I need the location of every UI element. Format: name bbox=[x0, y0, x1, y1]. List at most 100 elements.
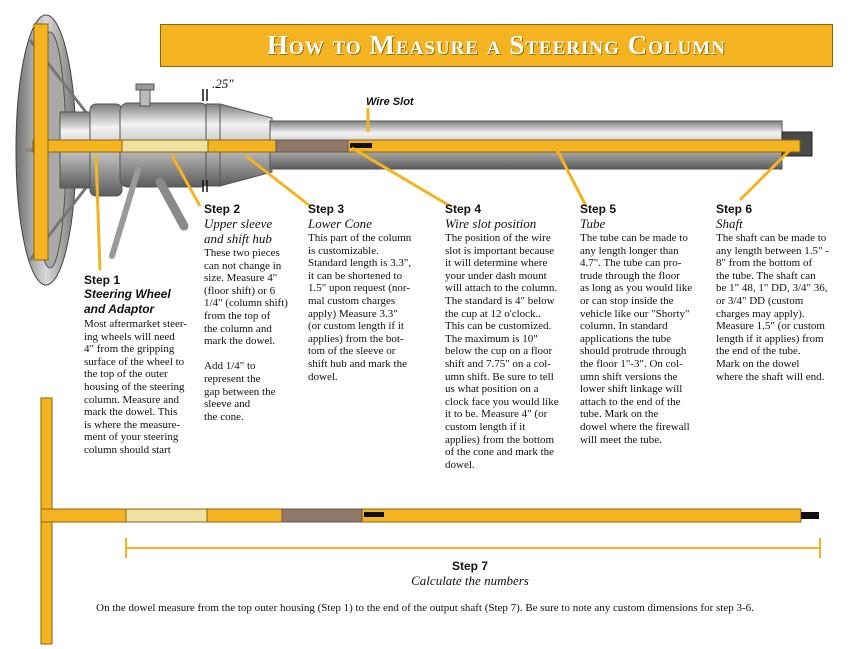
step-body-line: vehicle like our "Shorty" bbox=[580, 307, 690, 320]
step-body-line: The shaft can be made to bbox=[716, 232, 827, 244]
footer-note: On the dowel measure from the top outer … bbox=[96, 602, 754, 614]
step-body-line: This can be customized. bbox=[445, 320, 552, 333]
wire-slot-label: Wire Slot bbox=[366, 96, 414, 108]
step-body-line: or can stop inside the bbox=[580, 294, 674, 307]
step-body-line: dowel. bbox=[308, 370, 338, 383]
step-subtitle: Tube bbox=[580, 216, 606, 231]
measurement-line bbox=[125, 538, 821, 558]
step-body-line: 4" from the gripping bbox=[84, 343, 175, 356]
gap-marks bbox=[202, 89, 208, 192]
step-body-line: Mark on the dowel bbox=[716, 357, 800, 370]
title-banner: How to Measure a Steering Column bbox=[160, 24, 833, 67]
step-body-line: where the shaft will end. bbox=[716, 370, 825, 383]
step-body-line: column. Measure and bbox=[84, 393, 179, 406]
step-body-line: it will determine where bbox=[445, 257, 548, 270]
step-body: Most aftermarket steer-ing wheels will n… bbox=[84, 318, 187, 457]
gap-dimension-label: .25" bbox=[212, 76, 234, 91]
leader-lines bbox=[94, 108, 792, 271]
step-body-line: the cup at 12 o'clock.. bbox=[445, 307, 542, 320]
step-body-line: your under dash mount bbox=[445, 269, 547, 282]
measurement-dowel bbox=[40, 397, 819, 645]
step-body-line: length if it applies) from bbox=[716, 332, 824, 345]
step-subtitle: Steering Wheel bbox=[84, 287, 171, 301]
step-subtitle: and Adaptor bbox=[84, 302, 155, 316]
step-body-line: mark the dowel. This bbox=[84, 406, 178, 419]
step-body-line: custom length if it bbox=[445, 420, 526, 433]
step-body-line: dowel where the firewall bbox=[580, 420, 690, 433]
step-body-line: umn shift. Be sure to tell bbox=[445, 370, 554, 383]
step-heading: Step 5 bbox=[580, 202, 617, 216]
step-body-line: of the cone and mark the bbox=[445, 446, 555, 459]
step-body-line: shift and 7.75" on a col- bbox=[445, 357, 551, 370]
step-body-line: slot is important because bbox=[445, 244, 555, 257]
step-heading: Step 3 bbox=[308, 202, 345, 216]
step-body-line: is customizable. bbox=[308, 244, 379, 257]
step-body-line: column. In standard bbox=[580, 320, 668, 333]
step-body-line: the cone. bbox=[204, 410, 244, 423]
step-body-line: charges may apply). bbox=[716, 307, 805, 320]
step-body-line: dowel. bbox=[445, 458, 475, 471]
step-body-line: This part of the column bbox=[308, 232, 412, 244]
step-body-line: applies) from the bottom bbox=[445, 433, 555, 446]
step-heading: Step 1 bbox=[84, 273, 121, 287]
step-body-line: apply) Measure 3.3" bbox=[308, 307, 398, 320]
step-body-line: Most aftermarket steer- bbox=[84, 318, 188, 330]
step-body-line: should protrude through bbox=[580, 345, 687, 358]
step-body-line: trude through the floor bbox=[580, 269, 680, 282]
step-body-line: ment of your steering bbox=[84, 431, 179, 444]
step-body-line: tube. Mark on the bbox=[580, 408, 659, 421]
step-body-line: size. Measure 4" bbox=[204, 272, 278, 285]
step-body-line: shift hub and mark the bbox=[308, 357, 407, 370]
step-body-line: it can be shortened to bbox=[308, 269, 403, 282]
step-body-line: These two pieces bbox=[204, 247, 280, 259]
step-7-label: Step 7 Calculate the numbers bbox=[360, 559, 580, 589]
step-body-line: be 1" 48, 1" DD, 3/4" 36, bbox=[716, 282, 828, 295]
step-body-line: will attach to the column. bbox=[445, 282, 558, 295]
step-body-line: (or custom length if it bbox=[308, 320, 404, 333]
step-body-line: clock face you would like bbox=[445, 395, 559, 408]
step-body-line: is where the measure- bbox=[84, 418, 181, 431]
step-body-line: from the top of bbox=[204, 309, 271, 322]
step-body-line: any length longer than bbox=[580, 244, 679, 257]
step-heading: Step 2 bbox=[204, 202, 241, 216]
step-body-line: The tube can be made to bbox=[580, 232, 688, 244]
step-body-line: housing of the steering bbox=[84, 380, 185, 393]
step-body-line: below the cup on a floor bbox=[445, 345, 553, 358]
step-body-line: any length between 1.5" - bbox=[716, 244, 829, 257]
step-body-line: 1/4" (column shift) bbox=[204, 297, 288, 310]
step-body-line: lower shift linkage will bbox=[580, 383, 683, 396]
step-body-line: Standard length is 3.3", bbox=[308, 257, 412, 270]
step-body-line: the top of the outer bbox=[84, 368, 168, 381]
step-body-line: represent the bbox=[204, 372, 261, 385]
step-body-line: 1.5" upon request (nor- bbox=[308, 282, 411, 295]
step-body-line: us what position on a bbox=[445, 383, 539, 396]
step-body-line: (floor shift) or 6 bbox=[204, 284, 276, 297]
step-body-line: attach to the end of the bbox=[580, 395, 681, 408]
step-body-line: umn shift versions the bbox=[580, 370, 678, 383]
step-body-line: The standard is 4" below bbox=[445, 294, 555, 307]
step-body-line: tom of the sleeve or bbox=[308, 345, 396, 358]
step-body-line: Measure 1.5" (or custom bbox=[716, 320, 825, 333]
step-body-line: ing wheels will need bbox=[84, 330, 175, 343]
step-7-subtitle: Calculate the numbers bbox=[411, 573, 529, 588]
step-heading: Step 4 bbox=[445, 202, 482, 216]
step-subtitle: Shaft bbox=[716, 216, 743, 231]
step-body-line: gap between the bbox=[204, 385, 276, 398]
step-heading: Step 6 bbox=[716, 202, 753, 216]
step-body-line: applies) from the bot- bbox=[308, 332, 404, 345]
step-body-line: The maximum is 10" bbox=[445, 332, 538, 345]
step-body-line: it to be. Measure 4" (or bbox=[445, 408, 548, 421]
step-subtitle: Wire slot position bbox=[445, 216, 537, 231]
step-body-line: will meet the tube. bbox=[580, 433, 662, 446]
step-body-line: mal custom charges bbox=[308, 294, 396, 307]
